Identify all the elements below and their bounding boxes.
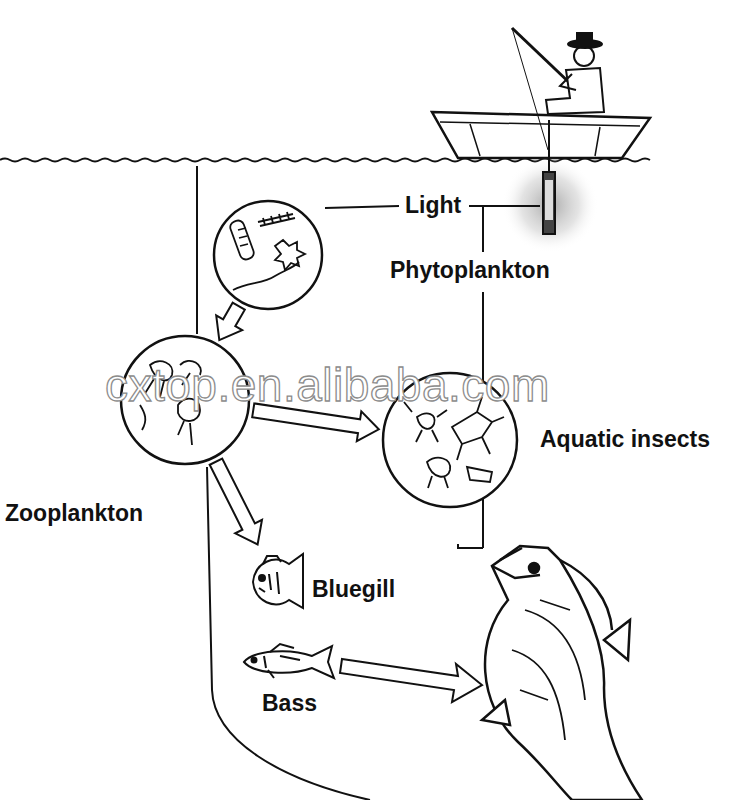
node-label: Bluegill <box>312 576 395 602</box>
water-column-lines <box>197 166 370 800</box>
predator-bass <box>482 546 642 800</box>
node-label: Zooplankton <box>5 500 143 526</box>
bass-fish: Bass <box>240 640 338 682</box>
phytoplankton-circle: Phytoplankton <box>213 200 323 310</box>
food-chain-arrow <box>210 459 262 545</box>
fisherman <box>512 28 604 150</box>
light-label: Light <box>405 192 461 218</box>
node-label: Bass <box>262 690 317 716</box>
bass-to-predator-arrow <box>340 659 482 702</box>
underwater-light <box>502 120 598 253</box>
phytoplankton-circle-drawing <box>213 200 323 310</box>
bass-fish-drawing <box>240 640 338 682</box>
food-chain-arrow <box>216 303 245 340</box>
bluegill-fish-drawing <box>245 548 307 614</box>
fishing-boat <box>432 112 650 158</box>
watermark: cxtop.en.alibaba.com <box>105 358 550 412</box>
node-label: Phytoplankton <box>390 257 550 283</box>
bluegill-fish: Bluegill <box>245 548 307 614</box>
node-label: Aquatic insects <box>540 426 710 452</box>
